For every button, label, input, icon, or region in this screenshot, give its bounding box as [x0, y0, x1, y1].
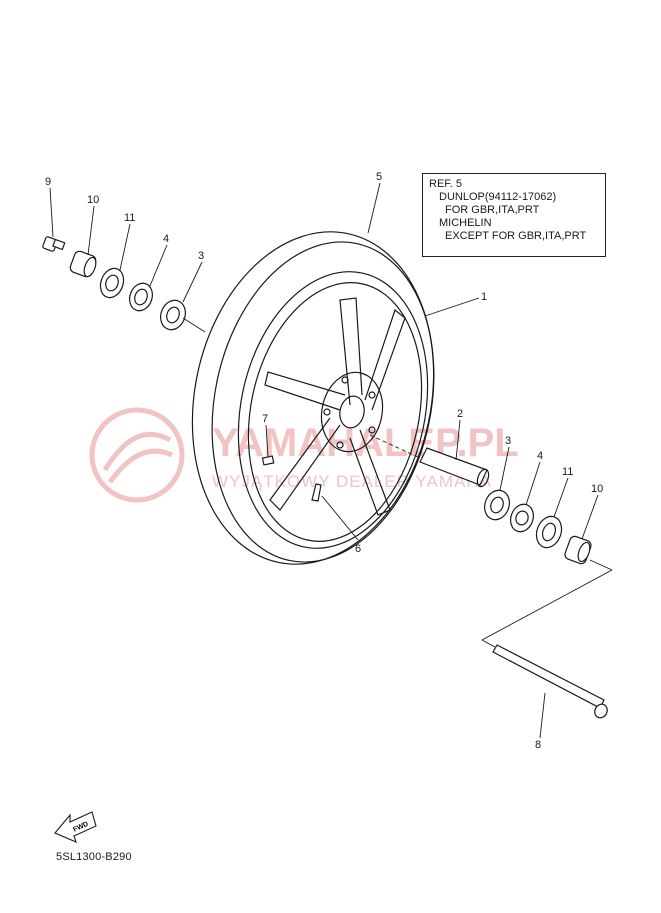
collar-right: [564, 535, 592, 565]
tire-outer: [191, 231, 435, 565]
hub-disc-mount: [320, 371, 384, 453]
bearing-right-1: [484, 489, 510, 521]
spoke-4: [269, 417, 341, 511]
watermark-logo: [89, 407, 185, 503]
rim-inner: [247, 282, 423, 542]
tire-valve: [311, 483, 322, 502]
reference-box: REF. 5 DUNLOP(94112-17062) FOR GBR,ITA,P…: [422, 173, 606, 257]
spoke-2: [364, 308, 406, 411]
spoke-3: [264, 371, 346, 411]
left-parts: [42, 236, 186, 331]
hub-bolt: [336, 441, 344, 449]
callouts: 9 10 11 4 3 5 1 7 6 2 3 4 11 10 8: [45, 171, 603, 751]
callout-8: 8: [535, 739, 541, 751]
balance-weight: [261, 455, 275, 466]
callout-6: 6: [355, 543, 361, 555]
axle-bolt: [42, 236, 66, 252]
ref-line-3: MICHELIN: [439, 217, 492, 229]
hub-bolt: [368, 391, 376, 399]
wheel-axle: [492, 644, 608, 719]
callout-4: 4: [163, 233, 169, 245]
callout-4-right: 4: [537, 450, 543, 462]
spoke-5: [349, 429, 391, 516]
ref-line-4: EXCEPT FOR GBR,ITA,PRT: [445, 230, 587, 242]
tire-tread-edge: [211, 241, 435, 563]
hub-bolt: [323, 408, 331, 416]
leader-lines: [49, 182, 613, 739]
ref-line-1: DUNLOP(94112-17062): [439, 191, 557, 203]
collar-left: [69, 250, 97, 278]
bearing-left-1: [129, 282, 153, 312]
fwd-arrow-icon: FWD: [54, 811, 97, 843]
right-parts: [419, 447, 608, 719]
watermark-logo-mark: [102, 431, 174, 484]
spoke-1: [339, 297, 363, 406]
rim-outer: [237, 271, 429, 549]
hub-center: [339, 395, 365, 429]
oil-seal-left: [99, 267, 125, 299]
callout-5: 5: [376, 171, 382, 183]
hub-bolt: [368, 426, 376, 434]
callout-3-right: 3: [505, 435, 511, 447]
diagram-code: 5SL1300-B290: [56, 851, 132, 863]
hub-bolt: [341, 376, 349, 384]
oil-seal-right: [535, 515, 563, 549]
ref-title: REF. 5: [429, 178, 463, 190]
callout-10-right: 10: [591, 483, 603, 495]
callout-9: 9: [45, 176, 51, 188]
watermark: YAMAHALEP.PL WYJĄTKOWY DEALER YAMAHA: [89, 407, 519, 503]
watermark-subtext: WYJĄTKOWY DEALER YAMAHA: [212, 472, 492, 491]
callout-7: 7: [262, 413, 268, 425]
bearing-left-2: [160, 299, 186, 331]
callout-11: 11: [124, 212, 135, 224]
callout-10: 10: [87, 194, 99, 206]
callout-11-right: 11: [562, 466, 573, 478]
callout-3: 3: [198, 250, 204, 262]
wheel-assembly: [191, 231, 435, 565]
bearing-right-2: [510, 503, 534, 533]
ref-line-2: FOR GBR,ITA,PRT: [445, 204, 540, 216]
callout-2: 2: [457, 408, 463, 420]
callout-1: 1: [481, 291, 487, 303]
